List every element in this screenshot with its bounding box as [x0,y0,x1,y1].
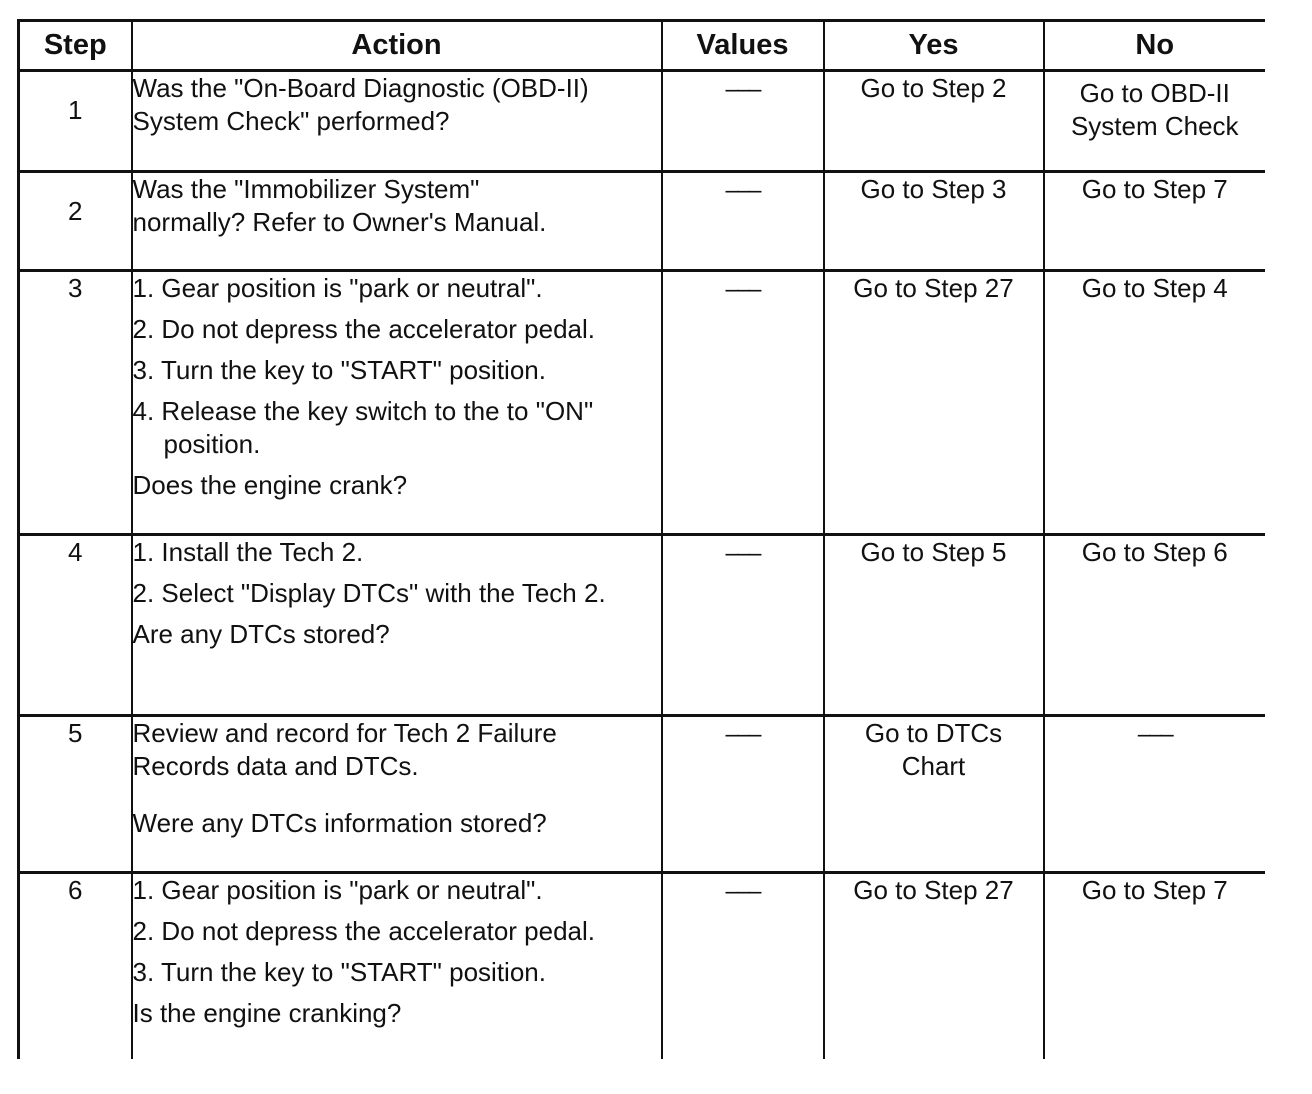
no-cell: Go to Step 4 [1042,270,1265,536]
yes-cell: Go to Step 3 [822,171,1045,272]
yes-cell: Go to Step 5 [822,534,1045,717]
no-text-line: Go to OBD-II [1079,78,1230,108]
table-row-step-3: 3 1. Gear position is "park or neutral".… [17,270,1265,536]
action-list-item: 1. Gear position is "park or neutral". [132,273,543,303]
action-cell: 1. Gear position is "park or neutral". 2… [130,270,663,536]
action-question: Does the engine crank? [132,470,408,500]
yes-cell: Go to Step 27 [822,872,1045,1059]
header-no: No [1042,20,1265,72]
values-text: ––– [725,540,761,567]
action-list-item: 2. Do not depress the accelerator pedal. [132,916,596,946]
action-line: Review and record for Tech 2 Failure [132,718,557,748]
step-number: 3 [17,270,133,536]
table-row-step-6: 6 1. Gear position is "park or neutral".… [17,872,1265,1059]
action-cell: Was the "Immobilizer System" normally? R… [130,171,663,272]
yes-cell: Go to Step 2 [822,70,1045,173]
values-text: ––– [725,276,761,303]
action-list-item: 3. Turn the key to "START" position. [132,957,546,987]
action-cell: Review and record for Tech 2 Failure Rec… [130,715,663,874]
no-cell: Go to OBD-II System Check [1042,70,1265,173]
table-row-step-1: 1 Was the "On-Board Diagnostic (OBD-II) … [17,70,1265,173]
values-text: ––– [725,878,761,905]
action-line: normally? Refer to Owner's Manual. [132,207,547,237]
action-cell: 1. Install the Tech 2. 2. Select "Displa… [130,534,663,717]
action-line: Was the "On-Board Diagnostic (OBD-II) [132,73,589,103]
header-step: Step [17,20,133,72]
action-question: Are any DTCs stored? [132,619,390,649]
action-cell: Was the "On-Board Diagnostic (OBD-II) Sy… [130,70,663,173]
action-question: Were any DTCs information stored? [132,808,547,838]
no-cell: ––– [1042,715,1265,874]
yes-cell: Go to Step 27 [822,270,1045,536]
action-line: System Check" performed? [132,106,450,136]
yes-text: Go to Step 2 [860,73,1007,103]
no-text: Go to Step 4 [1081,273,1228,303]
no-cell: Go to Step 7 [1042,872,1265,1059]
yes-cell: Go to DTCs Chart [822,715,1045,874]
header-yes: Yes [822,20,1045,72]
no-text: Go to Step 7 [1081,875,1228,905]
values-text: ––– [725,177,761,204]
yes-text: Go to Step 27 [853,875,1014,905]
values-cell: ––– [660,270,825,536]
no-cell: Go to Step 7 [1042,171,1265,272]
table-row-step-2: 2 Was the "Immobilizer System" normally?… [17,171,1265,272]
diagnostic-table: Step Action Values Yes No 1 Was the "On-… [17,19,1265,1059]
values-text: ––– [725,721,761,748]
yes-text: Go to Step 27 [853,273,1014,303]
step-number: 2 [17,171,133,272]
action-question: Is the engine cranking? [132,998,402,1028]
table-row-step-4: 4 1. Install the Tech 2. 2. Select "Disp… [17,534,1265,717]
values-cell: ––– [660,715,825,874]
action-list-item: 4. Release the key switch to the to "ON"… [132,396,594,459]
yes-text: Go to Step 5 [860,537,1007,567]
action-list-item: 2. Select "Display DTCs" with the Tech 2… [132,578,606,608]
no-text: Go to Step 6 [1081,537,1228,567]
no-text-line: System Check [1070,111,1239,141]
values-text: ––– [725,76,761,103]
values-cell: ––– [660,171,825,272]
no-text: ––– [1137,721,1174,748]
values-cell: ––– [660,534,825,717]
action-list-item: 3. Turn the key to "START" position. [132,355,546,385]
values-cell: ––– [660,872,825,1059]
diagnostic-table-container: Step Action Values Yes No 1 Was the "On-… [17,19,1265,1061]
values-cell: ––– [660,70,825,173]
yes-text-line: Go to DTCs [864,718,1003,748]
header-values: Values [660,20,825,72]
table-row-step-5: 5 Review and record for Tech 2 Failure R… [17,715,1265,874]
no-cell: Go to Step 6 [1042,534,1265,717]
step-number: 5 [17,715,133,874]
step-number: 4 [17,534,133,717]
action-list-item: 2. Do not depress the accelerator pedal. [132,314,596,344]
action-cell: 1. Gear position is "park or neutral". 2… [130,872,663,1059]
step-number: 6 [17,872,133,1059]
action-line: Records data and DTCs. [132,751,419,781]
yes-text: Go to Step 3 [860,174,1007,204]
header-action: Action [130,20,663,72]
yes-text-line: Chart [901,751,966,781]
action-line: Was the "Immobilizer System" [132,174,480,204]
action-list-item: 1. Install the Tech 2. [132,537,364,567]
no-text: Go to Step 7 [1081,174,1228,204]
header-row: Step Action Values Yes No [17,20,1265,72]
action-list-item: 1. Gear position is "park or neutral". [132,875,543,905]
step-number: 1 [17,70,133,173]
